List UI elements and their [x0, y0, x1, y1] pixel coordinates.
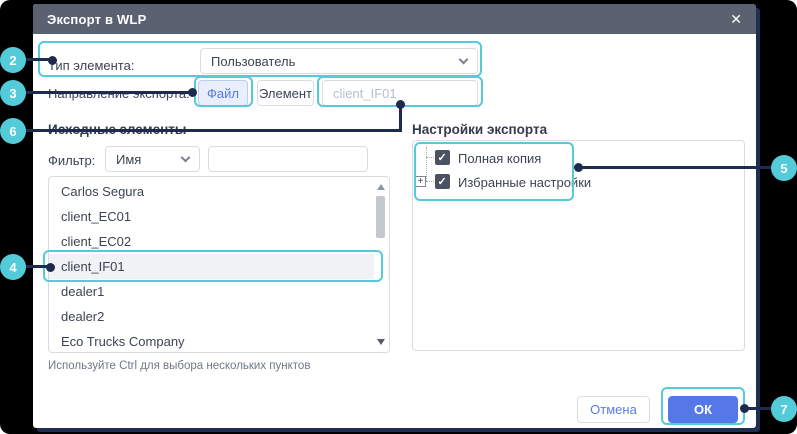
list-item[interactable]: client_EC02 — [61, 234, 132, 249]
callout-6-line — [24, 129, 402, 132]
filter-input-wrap — [208, 146, 368, 172]
full-copy-label: Полная копия — [458, 151, 542, 166]
dialog-title: Экспорт в WLP — [47, 11, 147, 27]
callout-2-dot — [48, 56, 57, 65]
callout-4-line — [24, 265, 52, 268]
list-item[interactable]: dealer1 — [61, 284, 105, 299]
multi-select-hint: Используйте Ctrl для выбора нескольких п… — [48, 360, 311, 372]
tree-connector — [426, 147, 427, 181]
target-name-input[interactable] — [333, 85, 467, 101]
direction-file-label: Файл — [207, 85, 239, 101]
callout-7-dot — [740, 404, 749, 413]
callout-4-dot — [46, 263, 55, 272]
callout-3-line — [24, 91, 196, 94]
scrollbar-thumb[interactable] — [376, 196, 385, 238]
list-item-selected[interactable]: client_IF01 — [49, 254, 389, 279]
callout-7-line — [746, 407, 772, 410]
list-item[interactable]: client_EC01 — [61, 209, 132, 224]
chevron-down-icon — [458, 54, 469, 65]
close-icon[interactable]: ✕ — [730, 11, 742, 27]
cancel-button[interactable]: Отмена — [577, 396, 650, 423]
callout-3-dot — [188, 88, 197, 97]
scroll-down-icon[interactable] — [377, 339, 385, 345]
callout-4-badge: 4 — [0, 254, 26, 280]
filter-input[interactable] — [219, 151, 357, 167]
callout-6-line-vertical — [399, 104, 402, 131]
type-label: Тип элемента: — [48, 58, 135, 73]
callout-5-dot — [574, 163, 583, 172]
tree-expander-icon[interactable] — [415, 176, 426, 187]
filter-field-value: Имя — [116, 151, 142, 167]
list-item[interactable]: Eco Trucks Company — [61, 334, 185, 349]
callout-6-dot — [396, 100, 405, 109]
export-dialog: Экспорт в WLP ✕ Тип элемента: Пользовате… — [33, 4, 756, 428]
callout-3-badge: 3 — [0, 80, 26, 106]
tree-connector — [426, 181, 434, 182]
checkbox-selected-settings[interactable] — [435, 174, 450, 189]
ok-label: ОК — [693, 402, 713, 417]
cancel-label: Отмена — [590, 402, 637, 417]
export-settings-tree: Полная копия Избранные настройки — [412, 140, 745, 351]
source-elements-list[interactable]: Carlos Segura client_EC01 client_EC02 cl… — [48, 176, 390, 353]
callout-5-badge: 5 — [771, 155, 797, 181]
type-select[interactable]: Пользователь — [200, 48, 478, 74]
callout-5-line — [578, 166, 772, 169]
scroll-up-icon[interactable] — [377, 184, 385, 190]
callout-2-line — [24, 58, 52, 61]
dialog-titlebar: Экспорт в WLP ✕ — [33, 4, 756, 34]
list-item[interactable]: dealer2 — [61, 309, 105, 324]
callout-6-badge: 6 — [0, 118, 26, 144]
callout-2-badge: 2 — [0, 47, 26, 73]
ok-button[interactable]: ОК — [668, 396, 738, 423]
list-item[interactable]: Carlos Segura — [61, 184, 145, 199]
checkbox-full-copy[interactable] — [435, 150, 450, 165]
direction-element-label: Элемент — [258, 85, 313, 101]
list-scrollbar[interactable] — [374, 178, 388, 351]
direction-file-button[interactable]: Файл — [198, 80, 248, 106]
callout-7-badge: 7 — [771, 396, 797, 422]
selected-settings-label: Избранные настройки — [458, 175, 592, 190]
chevron-down-icon — [180, 152, 191, 163]
filter-label: Фильтр: — [48, 153, 96, 168]
direction-element-button[interactable]: Элемент — [257, 80, 314, 106]
filter-field-select[interactable]: Имя — [105, 146, 200, 172]
type-select-value: Пользователь — [211, 53, 296, 69]
tree-connector — [426, 157, 434, 158]
export-settings-header: Настройки экспорта — [412, 122, 548, 137]
